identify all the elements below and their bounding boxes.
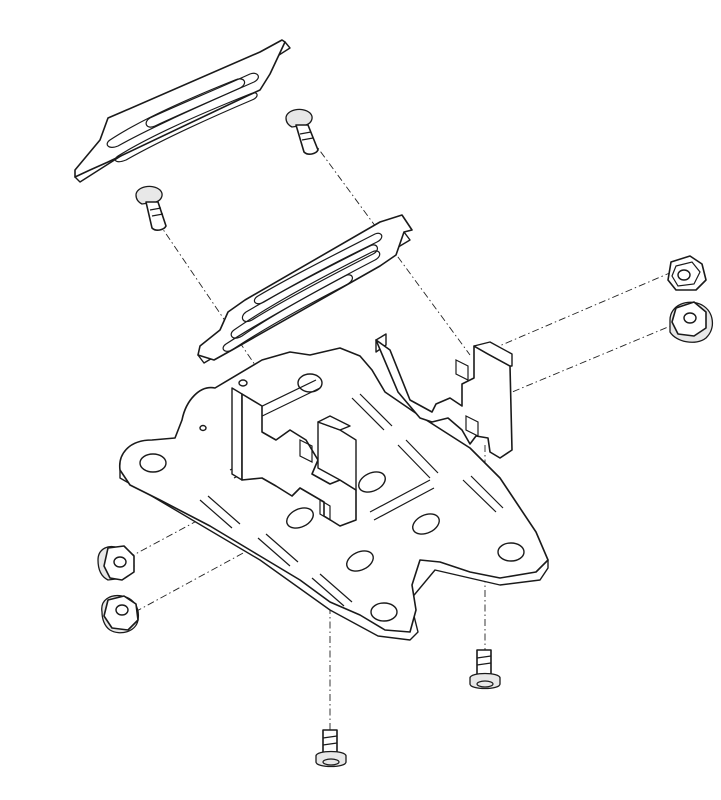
nut-left-bore	[113, 556, 127, 568]
nut-lower-left	[101, 594, 140, 634]
base-slot-4	[462, 475, 504, 513]
base-hole-right	[497, 542, 525, 562]
base-oval-3	[412, 513, 440, 535]
left-bracket-tab	[317, 415, 351, 431]
top-dampener-plate	[74, 39, 291, 183]
screw-top-right-thread-1	[299, 131, 312, 135]
screw-top-left-thread-1	[149, 207, 162, 211]
screw-bottom-center-thread-2	[322, 742, 338, 746]
right-bracket	[375, 333, 513, 459]
nut-right	[669, 301, 713, 343]
nut-upper-right-bore	[677, 269, 691, 281]
screw-bottom-center-thread-1	[322, 735, 338, 739]
base-hole-bottom	[370, 602, 398, 622]
base-oval-2	[358, 471, 386, 493]
screw-top-right	[285, 108, 319, 155]
screw-bottom-right-thread-2	[476, 662, 492, 666]
top-plate-slot-2	[114, 92, 258, 163]
axis-nut-upper-right	[489, 271, 673, 351]
top-plate-face	[74, 39, 286, 178]
screw-top-left	[135, 185, 167, 231]
right-bracket-notch-1	[455, 359, 469, 381]
nut-left	[97, 545, 135, 581]
middle-plate-slot-1	[230, 250, 381, 339]
base-slot-7	[311, 573, 353, 607]
screw-top-left-thread-2	[151, 213, 164, 217]
nut-upper-right-facets	[671, 261, 701, 287]
screw-top-left-shank	[145, 201, 167, 231]
screw-bottom-center	[315, 729, 347, 768]
base-slot-2	[351, 393, 393, 431]
left-bracket-side	[231, 387, 243, 481]
base-slot-6	[257, 533, 299, 567]
nut-right-bore	[683, 312, 697, 324]
screw-bottom-right-thread-1	[476, 655, 492, 659]
base-slot-8	[369, 479, 435, 521]
right-bracket-notch-2	[465, 415, 479, 437]
base-slot-3	[397, 439, 439, 479]
base-hole-left	[139, 453, 167, 473]
axis-nut-right	[492, 321, 681, 401]
screw-top-left-head	[135, 185, 163, 205]
left-bracket	[231, 387, 357, 527]
middle-plate-slot-4	[222, 274, 354, 352]
nut-upper-right	[667, 255, 707, 291]
right-bracket-upright	[473, 341, 513, 367]
nut-lower-left-bore	[115, 604, 129, 616]
base-hole-small	[238, 379, 248, 387]
base-oval-4	[346, 550, 374, 572]
screw-top-right-head	[285, 108, 313, 128]
base-oval-1	[286, 507, 314, 529]
screw-bottom-right-socket	[476, 680, 494, 688]
top-plate-slot-3	[145, 72, 259, 128]
base-hole-tiny	[199, 424, 207, 432]
left-bracket-notch	[299, 439, 331, 522]
screw-top-right-thread-2	[301, 137, 314, 141]
screw-bottom-center-socket	[322, 758, 340, 766]
middle-plate-slot-3	[253, 232, 383, 305]
screw-bottom-right	[469, 649, 501, 690]
middle-dampener-plate	[197, 214, 413, 364]
base-slot-5	[199, 495, 241, 529]
